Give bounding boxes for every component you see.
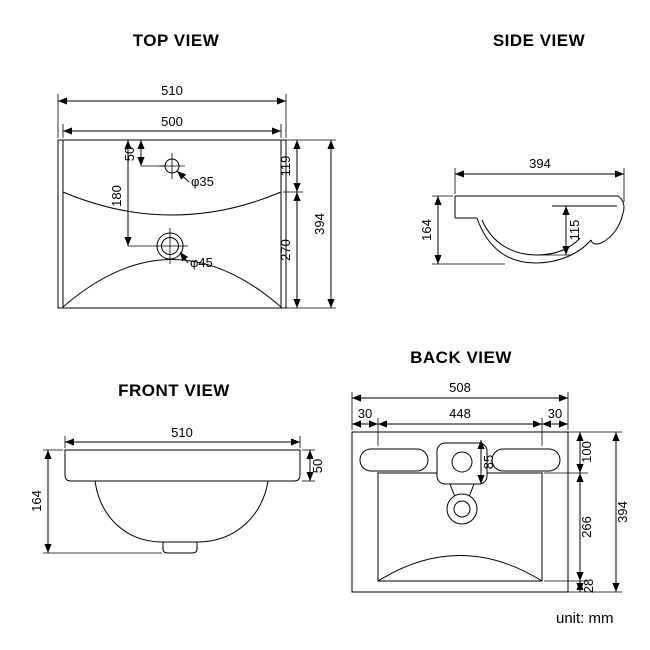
back-view-title: BACK VIEW [410, 348, 512, 367]
front-view-title: FRONT VIEW [118, 381, 230, 400]
dim-back-top-height: 100 [579, 441, 594, 463]
dim-top-drain-offset: 180 [109, 185, 124, 207]
top-view: TOP VIEW 510 500 [57, 31, 336, 309]
side-view-dimensions: 394 164 115 [419, 156, 625, 265]
basin-front-curve [62, 259, 282, 308]
dim-front-width: 510 [171, 425, 193, 440]
unit-note: unit: mm [556, 610, 614, 627]
dim-faucet-diameter: φ35 [191, 174, 214, 189]
side-view: SIDE VIEW 394 164 115 [419, 31, 625, 265]
dim-side-total-height: 164 [419, 219, 434, 241]
dim-back-right-margin: 30 [548, 406, 562, 421]
back-view-outline [351, 431, 569, 593]
back-view-dimensions: 508 30 448 30 85 100 266 28 [351, 380, 630, 593]
bowl-underside-curve [94, 480, 269, 543]
dim-back-total-height: 394 [615, 501, 630, 523]
dim-side-total-depth: 394 [529, 156, 551, 171]
overflow-slot-right [491, 448, 561, 472]
dim-back-left-margin: 30 [358, 406, 372, 421]
front-view: FRONT VIEW 510 50 164 [29, 381, 325, 554]
basin-back-curve [62, 191, 282, 216]
top-view-outline [57, 139, 287, 309]
dim-front-total-height: 164 [29, 490, 44, 512]
dim-top-faucet-offset: 50 [122, 147, 137, 161]
overflow-slot-left [359, 448, 429, 472]
dim-top-back-depth: 119 [278, 156, 293, 177]
dim-back-faucet-height: 85 [481, 455, 496, 469]
back-view: BACK VIEW 508 30 448 [351, 348, 630, 593]
top-view-title: TOP VIEW [133, 31, 220, 50]
dim-front-apron-height: 50 [310, 459, 325, 473]
dim-back-inner-width: 448 [449, 406, 471, 421]
dim-back-middle-height: 266 [579, 516, 594, 538]
faucet-hole-back [451, 451, 473, 473]
apron-front-face [64, 449, 301, 482]
drain-pipe-outer [446, 493, 478, 525]
front-view-dimensions: 510 50 164 [29, 425, 325, 554]
back-outer-rect [351, 431, 569, 593]
drain-pipe-inner [453, 500, 471, 518]
dim-drain-diameter: φ45 [190, 255, 213, 270]
dim-top-total-depth: 394 [312, 213, 327, 235]
front-view-outline [64, 449, 301, 554]
top-view-dimensions: 510 500 50 180 φ35 φ45 119 [57, 83, 336, 309]
back-wall-curve [377, 555, 543, 582]
front-nose-profile [590, 195, 625, 245]
faucet-leader-line [176, 170, 190, 183]
drain-stub [162, 542, 198, 554]
dim-back-outer-width: 508 [449, 380, 471, 395]
side-view-title: SIDE VIEW [493, 31, 586, 50]
bowl-outer-profile [476, 217, 592, 264]
dim-top-bowl-depth: 270 [278, 239, 293, 261]
drain-leader-line [179, 251, 189, 264]
basin-outer-rect [57, 139, 287, 309]
dim-side-bowl-depth: 115 [567, 220, 582, 241]
dim-top-inner-width: 500 [161, 114, 183, 129]
dim-top-outer-width: 510 [161, 83, 183, 98]
dim-back-bottom-height: 28 [581, 579, 596, 593]
side-view-outline [454, 195, 625, 264]
